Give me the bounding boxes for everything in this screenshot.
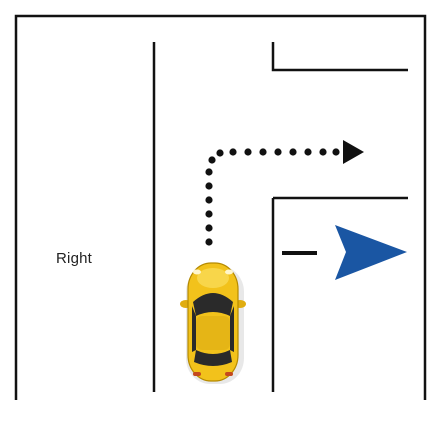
path-dot xyxy=(205,196,212,203)
car-top-view-icon xyxy=(180,263,246,384)
path-dot xyxy=(289,148,296,155)
triangle-right-icon xyxy=(343,140,364,164)
path-dot xyxy=(274,148,281,155)
path-dot xyxy=(205,224,212,231)
side-label: Right xyxy=(56,250,92,267)
path-dot xyxy=(205,168,212,175)
path-dot xyxy=(244,148,251,155)
path-dot xyxy=(208,156,215,163)
path-dot xyxy=(216,149,223,156)
path-dot xyxy=(319,148,326,155)
path-dot xyxy=(304,148,311,155)
path-dot xyxy=(259,148,266,155)
path-dot xyxy=(229,148,236,155)
path-dot xyxy=(205,238,212,245)
path-dot xyxy=(205,210,212,217)
arrow-right-icon xyxy=(335,225,407,280)
path-dot xyxy=(332,148,339,155)
upper-corner xyxy=(273,42,408,70)
path-dot xyxy=(205,182,212,189)
